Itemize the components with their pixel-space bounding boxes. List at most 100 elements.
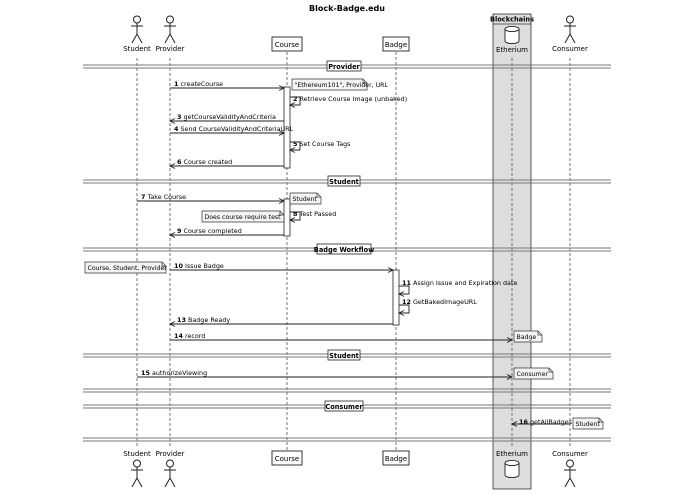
message-15: 15 authorizeViewing [137,369,514,380]
message-text: getCourseValidityAndCriteria [184,113,276,121]
participant-label: Consumer [552,450,588,458]
participant-label: Provider [156,450,185,458]
divider-label: Consumer [325,403,363,411]
note-student: Student [289,192,322,205]
svg-text:2 Retrieve Course Image (unbak: 2 Retrieve Course Image (unbaked) [293,95,407,103]
provider-actor-icon [164,15,176,44]
message-number: 3 [177,113,181,121]
note-badge: Badge [513,330,543,343]
message-text: Badge Ready [188,316,230,324]
message-text: Retrieve Course Image (unbaked) [300,95,408,103]
participant-label: Badge [385,455,407,463]
end-divider [83,437,611,442]
participant-label: Badge [385,41,407,49]
svg-text:16 getAllBadges: 16 getAllBadges [519,418,573,426]
note-issue-badge: Course, Student, Provider [84,261,168,274]
svg-text:4 Send CourseValidityAndCriter: 4 Send CourseValidityAndCriteriaURL [174,125,294,133]
participant-badge-bottom: Badge [382,450,410,466]
student-actor-icon [131,15,143,44]
message-text: Issue Badge [185,262,224,270]
message-number: 13 [177,316,186,324]
note-text: Consumer [517,371,549,378]
message-number: 12 [402,298,411,306]
svg-text:8 Test Passed: 8 Test Passed [293,210,336,218]
divider-provider: Provider [83,60,611,72]
badge-activation [392,269,400,326]
svg-text:12 GetBakedImageURL: 12 GetBakedImageURL [402,298,477,306]
message-number: 7 [141,193,145,201]
participant-etherium-bottom: Etherium [496,450,528,479]
message-8: 8 Test Passed [288,210,336,223]
message-2: 2 Retrieve Course Image (unbaked) [288,95,407,108]
note-text: Student [576,421,601,428]
message-6: 6 Course created [168,158,284,169]
divider-empty [83,388,611,393]
message-1: 1 createCourse [170,80,286,91]
participant-consumer-bottom: Consumer [552,450,588,488]
message-text: record [185,332,205,340]
note-course-info: "Ethereum101", Provider, URL [291,78,388,91]
participant-label: Student [123,45,151,53]
message-5: 5 Set Course Tags [288,140,351,153]
participant-label: Provider [156,45,185,53]
message-text: GetBakedImageURL [413,298,477,306]
message-number: 15 [141,369,150,377]
note-course-test: Does course require test [201,210,285,223]
note-text: Course, Student, Provider [88,265,168,272]
message-number: 9 [177,227,182,235]
message-text: getAllBadges [530,418,573,426]
participant-provider-top: Provider [156,15,185,53]
message-number: 11 [402,279,411,287]
divider-label: Student [329,178,359,186]
diagram-title: Block-Badge.edu [309,4,385,13]
svg-text:6 Course created: 6 Course created [177,158,232,166]
message-number: 1 [174,80,178,88]
divider-label: Badge Workflow [314,246,374,254]
message-4: 4 Send CourseValidityAndCriteriaURL [170,125,294,136]
message-14: 14 record [170,332,514,343]
message-9: 9 Course completed [168,227,284,238]
course-activation-2 [283,198,291,237]
student-actor-icon [131,459,143,488]
message-number: 4 [174,125,179,133]
divider-label: Provider [328,63,360,71]
svg-text:7 Take Course: 7 Take Course [141,193,186,201]
svg-text:13 Badge Ready: 13 Badge Ready [177,316,230,324]
participant-label: Etherium [496,46,528,54]
message-7: 7 Take Course [137,193,286,204]
provider-actor-icon [164,459,176,488]
message-text: Course completed [184,227,242,235]
message-16: 16 getAllBadges [510,418,573,427]
blockchains-group-label: Blockchains [490,16,534,24]
note-text: Does course require test [205,214,282,221]
participant-consumer-top: Consumer [552,15,588,53]
message-12: 12 GetBakedImageURL [397,298,477,316]
divider-student-2: Student [83,349,611,361]
message-text: authorizeViewing [152,369,207,377]
participant-label: Consumer [552,45,588,53]
message-10: 10 Issue Badge [170,262,395,273]
message-text: createCourse [181,80,224,88]
svg-text:10 Issue Badge: 10 Issue Badge [174,262,224,270]
participant-etherium-top: Etherium [496,25,528,54]
database-icon [504,459,520,479]
message-number: 2 [293,95,297,103]
message-11: 11 Assign Issue and Expiration date [397,279,517,297]
participant-label: Etherium [496,450,528,458]
svg-text:3 getCourseValidityAndCriteria: 3 getCourseValidityAndCriteria [177,113,276,121]
message-text: Assign Issue and Expiration date [413,279,518,287]
participant-badge-top: Badge [382,36,410,52]
message-text: Course created [184,158,233,166]
message-3: 3 getCourseValidityAndCriteria [168,113,284,124]
divider-consumer: Consumer [83,400,611,412]
participant-student-bottom: Student [123,450,151,488]
svg-text:11 Assign Issue and Expiration: 11 Assign Issue and Expiration date [402,279,517,287]
participant-label: Course [275,41,299,49]
message-13: 13 Badge Ready [168,316,393,327]
divider-label: Student [329,352,359,360]
consumer-actor-icon [564,459,576,488]
note-text: Badge [517,334,537,341]
note-consumer: Consumer [513,367,554,380]
svg-text:15 authorizeViewing: 15 authorizeViewing [141,369,207,377]
message-text: Take Course [147,193,187,201]
